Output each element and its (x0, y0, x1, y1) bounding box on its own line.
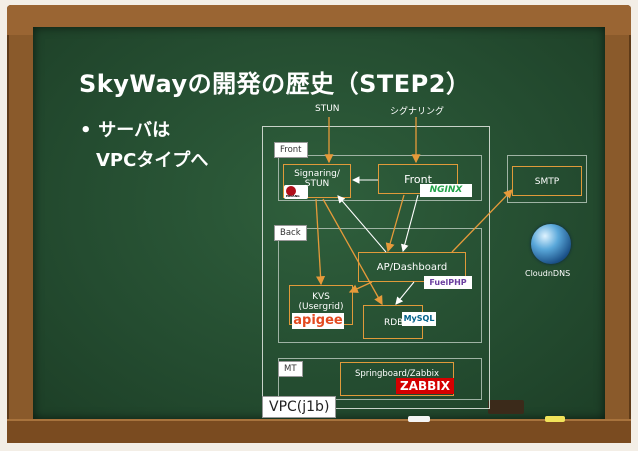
cloudn-dns-label: CloudnDNS (525, 269, 571, 278)
back-zone (278, 228, 482, 343)
arrow-front-to-ap-white (400, 194, 419, 253)
fuelphp-logo: FuelPHP (424, 276, 472, 289)
nginx-logo-text: NGINX (429, 185, 463, 195)
chalk-piece-yellow (545, 416, 565, 422)
signaling-label: シグナリング (390, 107, 445, 117)
back-tag: Back (274, 225, 307, 241)
arrow-front-to-ap (385, 194, 405, 253)
erlang-logo-text: ERLANG (286, 194, 300, 198)
rdb-node-label: RDB (384, 318, 404, 328)
zabbix-logo: ZABBIX (396, 378, 454, 394)
apigee-logo-text: apigee (293, 313, 343, 328)
front-tag: Front (274, 142, 308, 158)
bullet-line-2: VPCタイプへ (96, 150, 209, 171)
front-node: Front (378, 164, 458, 194)
eraser (488, 400, 524, 414)
stun-label: STUN (315, 104, 340, 114)
signaring-stun-node: Signaring/ STUN (283, 164, 351, 198)
slide-title: SkyWayの開発の歴史（STEP2） (79, 70, 471, 98)
mysql-logo: MySQL (402, 312, 436, 326)
vpc-container (262, 126, 490, 409)
chalkboard (33, 27, 605, 419)
arrow-signaring-to-rdb (322, 198, 383, 306)
arrow-ap-to-smtp (451, 189, 513, 253)
arrow-ap-to-signaring (337, 195, 387, 253)
smtp-zone (507, 155, 587, 203)
arrow-ap-to-rdb (395, 281, 415, 305)
smtp-node: SMTP (512, 166, 582, 196)
erlang-logo: ERLANG (284, 185, 308, 199)
front-node-label: Front (404, 173, 432, 186)
bullet-point: • サーバは VPCタイプへ (80, 120, 209, 171)
chalk-piece-white (408, 416, 430, 422)
mt-tag: MT (278, 361, 303, 377)
globe-icon (531, 224, 571, 264)
arrow-ap-to-kvs (348, 281, 373, 293)
mt-zone (278, 358, 482, 400)
ap-dashboard-node: AP/Dashboard (358, 252, 466, 282)
nginx-logo: NGINX (420, 184, 472, 197)
smtp-node-label: SMTP (534, 177, 560, 187)
bullet-line-1: サーバは (98, 120, 171, 141)
ap-dashboard-label: AP/Dashboard (376, 262, 448, 273)
chalk-tray (7, 419, 631, 443)
arrow-signaring-to-kvs (315, 198, 326, 286)
springboard-label: Springboard/Zabbix (354, 369, 440, 379)
mysql-logo-text: MySQL (403, 314, 435, 323)
fuelphp-logo-text: FuelPHP (429, 278, 467, 287)
front-zone (278, 155, 482, 201)
vpc-tag: VPC(j1b) (262, 396, 337, 418)
apigee-logo: apigee (292, 313, 344, 329)
zabbix-logo-text: ZABBIX (400, 379, 450, 393)
